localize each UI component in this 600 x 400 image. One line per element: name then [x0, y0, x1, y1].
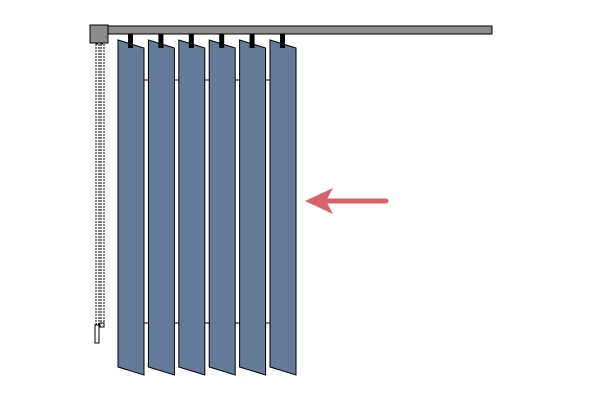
slat [178, 39, 206, 376]
pull-cord [94, 43, 105, 344]
slat [269, 39, 297, 376]
slat [117, 39, 145, 376]
slats-group [117, 34, 297, 376]
slat-carrier [128, 34, 133, 48]
pull-cord-strand-right [100, 43, 105, 325]
slat-carrier [280, 34, 285, 48]
pull-cord-weight-small [99, 322, 105, 328]
slat [147, 39, 175, 376]
slat-carrier [188, 34, 194, 48]
pull-cord-weight [94, 324, 100, 344]
headrail-end-cap [89, 24, 109, 44]
slat-carrier [219, 34, 225, 48]
headrail [105, 25, 493, 35]
close-direction-arrow [305, 188, 389, 214]
slat [208, 39, 236, 376]
pull-cord-strand-left [95, 43, 100, 325]
arrow-head [305, 188, 333, 214]
slat-carrier [158, 34, 164, 48]
slat-carrier [249, 34, 255, 48]
slat [239, 39, 267, 376]
